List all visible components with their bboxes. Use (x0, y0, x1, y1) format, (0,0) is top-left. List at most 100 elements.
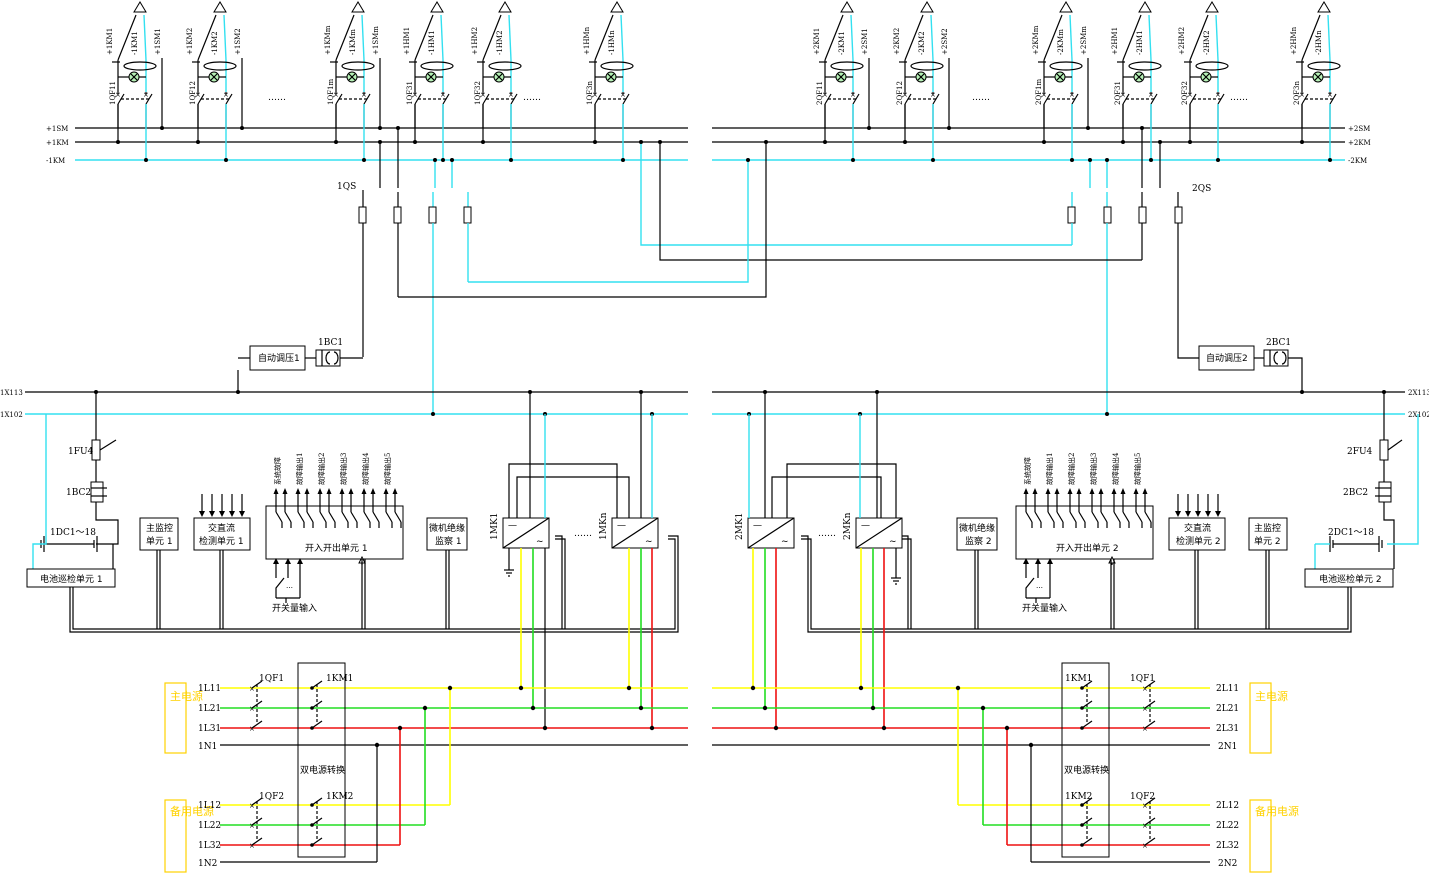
bus-label-m2km: -2KM (1348, 157, 1367, 165)
main-monitor-unit-1: 主监控 单元 1 (139, 517, 179, 551)
ac2-line1: 交直流 (1184, 522, 1211, 534)
dual2-label: 双电源转换 (1064, 764, 1109, 776)
feeder-neg-label: -1KM2 (211, 31, 219, 55)
sw1-label: 开关量输入 (272, 602, 317, 614)
svg-text:~: ~ (781, 537, 789, 547)
output-arrow-icon (1133, 488, 1139, 494)
breaker-contact-icon: × (1142, 822, 1148, 830)
output-arrow-icon (273, 488, 279, 494)
output-arrow-icon (1089, 488, 1095, 494)
qs2-label: 2QS (1192, 184, 1211, 194)
n2-label: 1N2 (198, 859, 217, 869)
bc1-label: 1BC1 (318, 338, 343, 348)
feeder-left-0: ××1QF11+1KM1-1KM1+1SM1 (106, 1, 164, 162)
feeder-pos-label: +2HM1 (1111, 27, 1119, 55)
svg-text:—: — (508, 521, 517, 531)
feeder-left-3: ××1QF31+1HM1-1HM1 (403, 1, 454, 162)
input-arrow-icon (297, 558, 303, 564)
bc2-label: 2BC1 (1266, 338, 1291, 348)
dc2-label: 2DC1～18 (1328, 528, 1374, 538)
qs2-switch: 2QS (1067, 128, 1211, 415)
ellipsis: …… (574, 529, 592, 539)
qf4-label: 1QF2 (1130, 792, 1155, 802)
current-transformer-icon (600, 61, 634, 71)
breaker-contact-icon: × (249, 822, 255, 830)
breaker-contact-icon: × (1041, 91, 1047, 99)
feeder-right-3: ××2QF31+2HM1-2HM1 (1111, 1, 1162, 162)
dual1-label: 双电源转换 (300, 764, 345, 776)
rn1-label: 2N1 (1218, 742, 1237, 752)
svg-text:—: — (753, 521, 762, 531)
breaker-contact-icon: × (333, 91, 339, 99)
breaker-contact-icon: × (1142, 725, 1148, 733)
feeder-right-2: ××2QF1m+2KMm-2KMm+2SMm (1032, 1, 1090, 162)
main-monitor-unit-2: 主监控 单元 2 (1248, 517, 1288, 551)
comm-bus-right (801, 535, 1352, 633)
output-arrow-icon (1054, 488, 1060, 494)
rectifier-module-1mkn: —~ 1MKn (599, 392, 659, 549)
breaker-contact-icon: × (412, 91, 418, 99)
insulation-monitor-2: 微机绝缘 监察 2 (956, 517, 998, 551)
output-arrow-icon (1205, 1, 1219, 13)
feeder-left-2: ××1QF1m+1KMm-1KMm+1SMm (324, 1, 382, 162)
breaker-contact-icon: × (361, 91, 367, 99)
svg-text:—: — (617, 521, 626, 531)
output-arrow-icon (1067, 488, 1073, 494)
km2-label: 1KM2 (326, 792, 353, 802)
mk2n-label: 2MKn (843, 512, 853, 540)
breaker-contact-icon: × (249, 842, 255, 850)
ellipsis: …… (818, 529, 836, 539)
mid-bus-right: 2X113 2X102 (650, 389, 1429, 419)
bus-label-p2km: +2KM (1348, 139, 1371, 147)
l11-label: 1L11 (198, 684, 221, 694)
r11-label: 2L11 (1216, 684, 1239, 694)
ins1-line1: 微机绝缘 (429, 522, 465, 534)
input-arrow-icon (1023, 558, 1029, 564)
breaker-contact-icon: × (508, 91, 514, 99)
output-arrow-icon (317, 488, 323, 494)
feeder-sig-label: +2SM1 (861, 28, 869, 55)
main-source-left-label: 主电源 (170, 689, 203, 703)
bus-label-p2sm: +2SM (1348, 125, 1370, 133)
output-arrow-icon (1045, 488, 1051, 494)
dc1-label: 1DC1～18 (50, 528, 96, 538)
auto-regulator-1: 自动调压1 1BC1 (237, 338, 363, 392)
feeder-breaker-label: 2QF1m (1035, 78, 1043, 105)
bus-label-p1sm: +1SM (46, 125, 68, 133)
breaker-contact-icon: × (822, 91, 828, 99)
feeder-pos-label: +2HMn (1290, 26, 1298, 55)
breaker-contact-icon: × (143, 91, 149, 99)
feeder-breaker-label: 1QF3n (586, 80, 594, 105)
feeder-neg-label: -2HM1 (1136, 30, 1144, 55)
current-transformer-icon (1128, 61, 1162, 71)
input-arrow-icon (285, 558, 291, 564)
km4-label: 1KM2 (1065, 792, 1092, 802)
qf3-label: 1QF1 (1130, 674, 1155, 684)
output-arrow-icon (348, 488, 354, 494)
x102-left-label: 1X102 (0, 411, 23, 419)
current-transformer-icon (123, 61, 157, 71)
switch-ellipsis: … (286, 582, 293, 590)
input-arrow-icon (1035, 558, 1041, 564)
ac-input-left: 主电源 备用电源 1L11 1L21 1L31 1N1 1L12 1L22 1L… (164, 662, 688, 873)
feeder-left-1: ××1QF12+1KM2-1KM2+1SM2 (186, 1, 244, 162)
feeder-breaker-label: 2QF11 (816, 81, 824, 105)
input-arrow-icon (1215, 511, 1221, 517)
breaker-contact-icon: × (1299, 91, 1305, 99)
feeder-breaker-label: 1QF12 (189, 81, 197, 105)
breaker-contact-icon: × (1142, 685, 1148, 693)
breaker-contact-icon: × (1327, 91, 1333, 99)
io-output-label: 故障输出5 (383, 453, 392, 485)
main-source-right-label: 主电源 (1255, 689, 1288, 703)
switch-ellipsis: … (1036, 582, 1043, 590)
output-arrow-icon (383, 488, 389, 494)
svg-text:~: ~ (536, 537, 544, 547)
ellipsis: …… (268, 93, 286, 103)
breaker-contact-icon: × (902, 91, 908, 99)
current-transformer-icon (1195, 61, 1229, 71)
ac-feeds-rectifiers (520, 548, 885, 728)
io-output-label: 故障输出1 (1045, 453, 1054, 485)
breaker-contact-icon: × (930, 91, 936, 99)
feeder-right-4: ××2QF32+2HM2-2HM2 (1178, 1, 1229, 162)
